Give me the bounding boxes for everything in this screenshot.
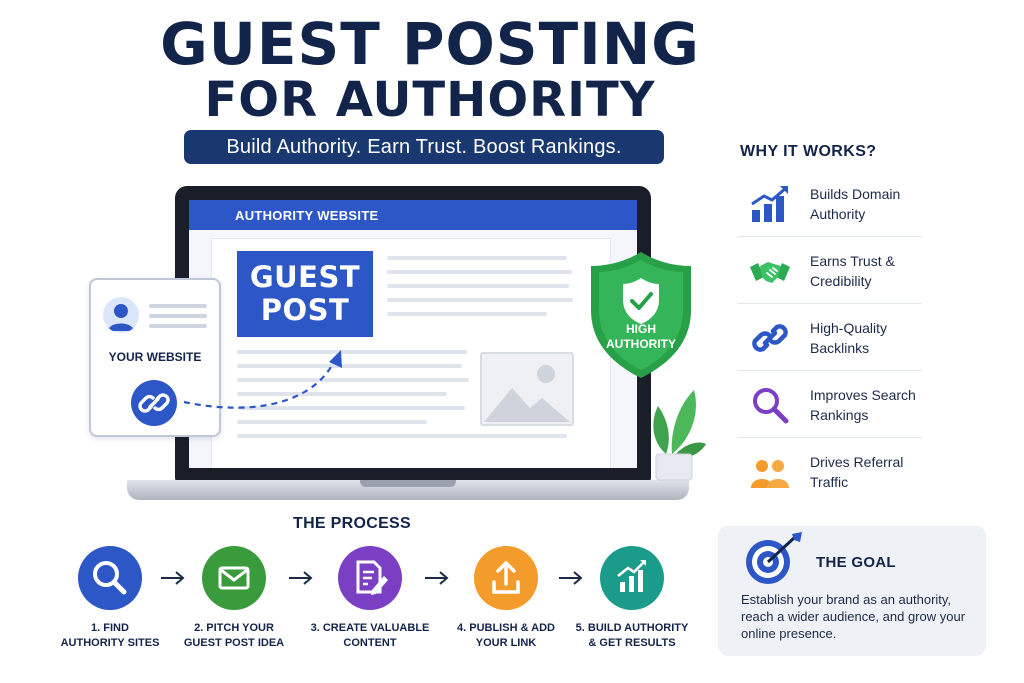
growth-chart-icon [617,560,646,592]
title-line-1: GUEST POSTING [160,10,700,78]
goal-title: THE GOAL [816,554,896,571]
page-title: GUEST POSTING FOR AUTHORITY [150,10,710,129]
backlink-button [131,380,177,426]
why-item-label: Improves Search Rankings [810,387,916,423]
step-pitch-idea [202,546,266,610]
image-placeholder [480,352,574,426]
arrow-right-icon [425,571,449,585]
guest-post-badge-line-2: POST [260,293,350,327]
text-line [387,284,569,288]
guest-post-badge-line-1: GUEST [249,260,361,294]
step-publish-link [474,546,538,610]
arrow-right-icon [289,571,313,585]
text-line [237,392,447,396]
users-icon [751,460,789,488]
text-line [237,350,467,354]
arrow-right-icon [161,571,185,585]
step-create-content [338,546,402,610]
goal-description: Establish your brand as an authority, re… [741,592,966,641]
shield-icon [591,252,691,378]
target-icon [746,532,802,584]
why-item-backlinks: High-Quality Backlinks [738,304,922,371]
step-build-authority [600,546,664,610]
your-website-card: YOUR WEBSITE [89,278,221,437]
step-4-label: 4. PUBLISH & ADD YOUR LINK [457,622,555,649]
why-item-domain-authority: Builds Domain Authority [738,170,922,237]
high-authority-label: HIGH AUTHORITY [587,322,695,352]
step-3-label: 3. CREATE VALUABLE CONTENT [310,622,430,649]
user-icon [108,304,134,331]
dashed-arrow [183,350,342,409]
magnifier-icon [753,388,789,424]
text-line [387,298,573,302]
link-icon [752,324,788,352]
step-2-label: 2. PITCH YOUR GUEST POST IDEA [183,622,285,649]
why-item-label: Drives Referral Traffic [810,454,904,490]
link-icon [138,393,170,413]
text-line [237,420,427,424]
why-it-works-title: WHY IT WORKS? [740,143,877,160]
image-icon [484,365,570,422]
text-line [237,378,469,382]
text-line [237,406,465,410]
why-item-label: Builds Domain Authority [810,186,901,222]
upload-icon [492,561,520,594]
laptop-notch [360,480,456,487]
process-title: THE PROCESS [293,515,411,532]
authority-website-header: AUTHORITY WEBSITE [189,200,637,230]
why-item-label: Earns Trust & Credibility [810,253,895,289]
search-icon [93,561,127,595]
text-line [237,434,567,438]
bar-chart-icon [751,186,788,222]
text-line [387,256,567,260]
text-line [149,324,207,328]
text-line [387,312,547,316]
step-1-label: 1. FIND AUTHORITY SITES [60,622,160,649]
plant-icon [653,390,706,481]
guest-post-badge: GUEST POST [237,251,373,337]
why-item-label: High-Quality Backlinks [810,320,888,356]
why-item-search-rankings: Improves Search Rankings [738,371,922,438]
envelope-icon [218,566,250,590]
high-authority-line-2: AUTHORITY [606,337,676,351]
arrow-right-icon [559,571,583,585]
document-edit-icon [356,560,388,595]
handshake-icon [750,262,790,283]
laptop-base [127,480,689,500]
step-find-sites [78,546,142,610]
tagline-banner: Build Authority. Earn Trust. Boost Ranki… [184,130,664,164]
why-item-referral-traffic: Drives Referral Traffic [738,438,922,505]
text-line [237,364,462,368]
your-website-label: YOUR WEBSITE [108,350,202,364]
text-line [387,270,572,274]
step-5-label: 5. BUILD AUTHORITY & GET RESULTS [575,622,689,649]
high-authority-line-1: HIGH [626,322,656,336]
text-line [149,314,207,318]
avatar [103,297,139,333]
laptop-screen: AUTHORITY WEBSITE GUEST POST [189,200,637,468]
text-line [149,304,207,308]
title-line-2: FOR AUTHORITY [204,72,656,129]
why-item-trust: Earns Trust & Credibility [738,237,922,304]
